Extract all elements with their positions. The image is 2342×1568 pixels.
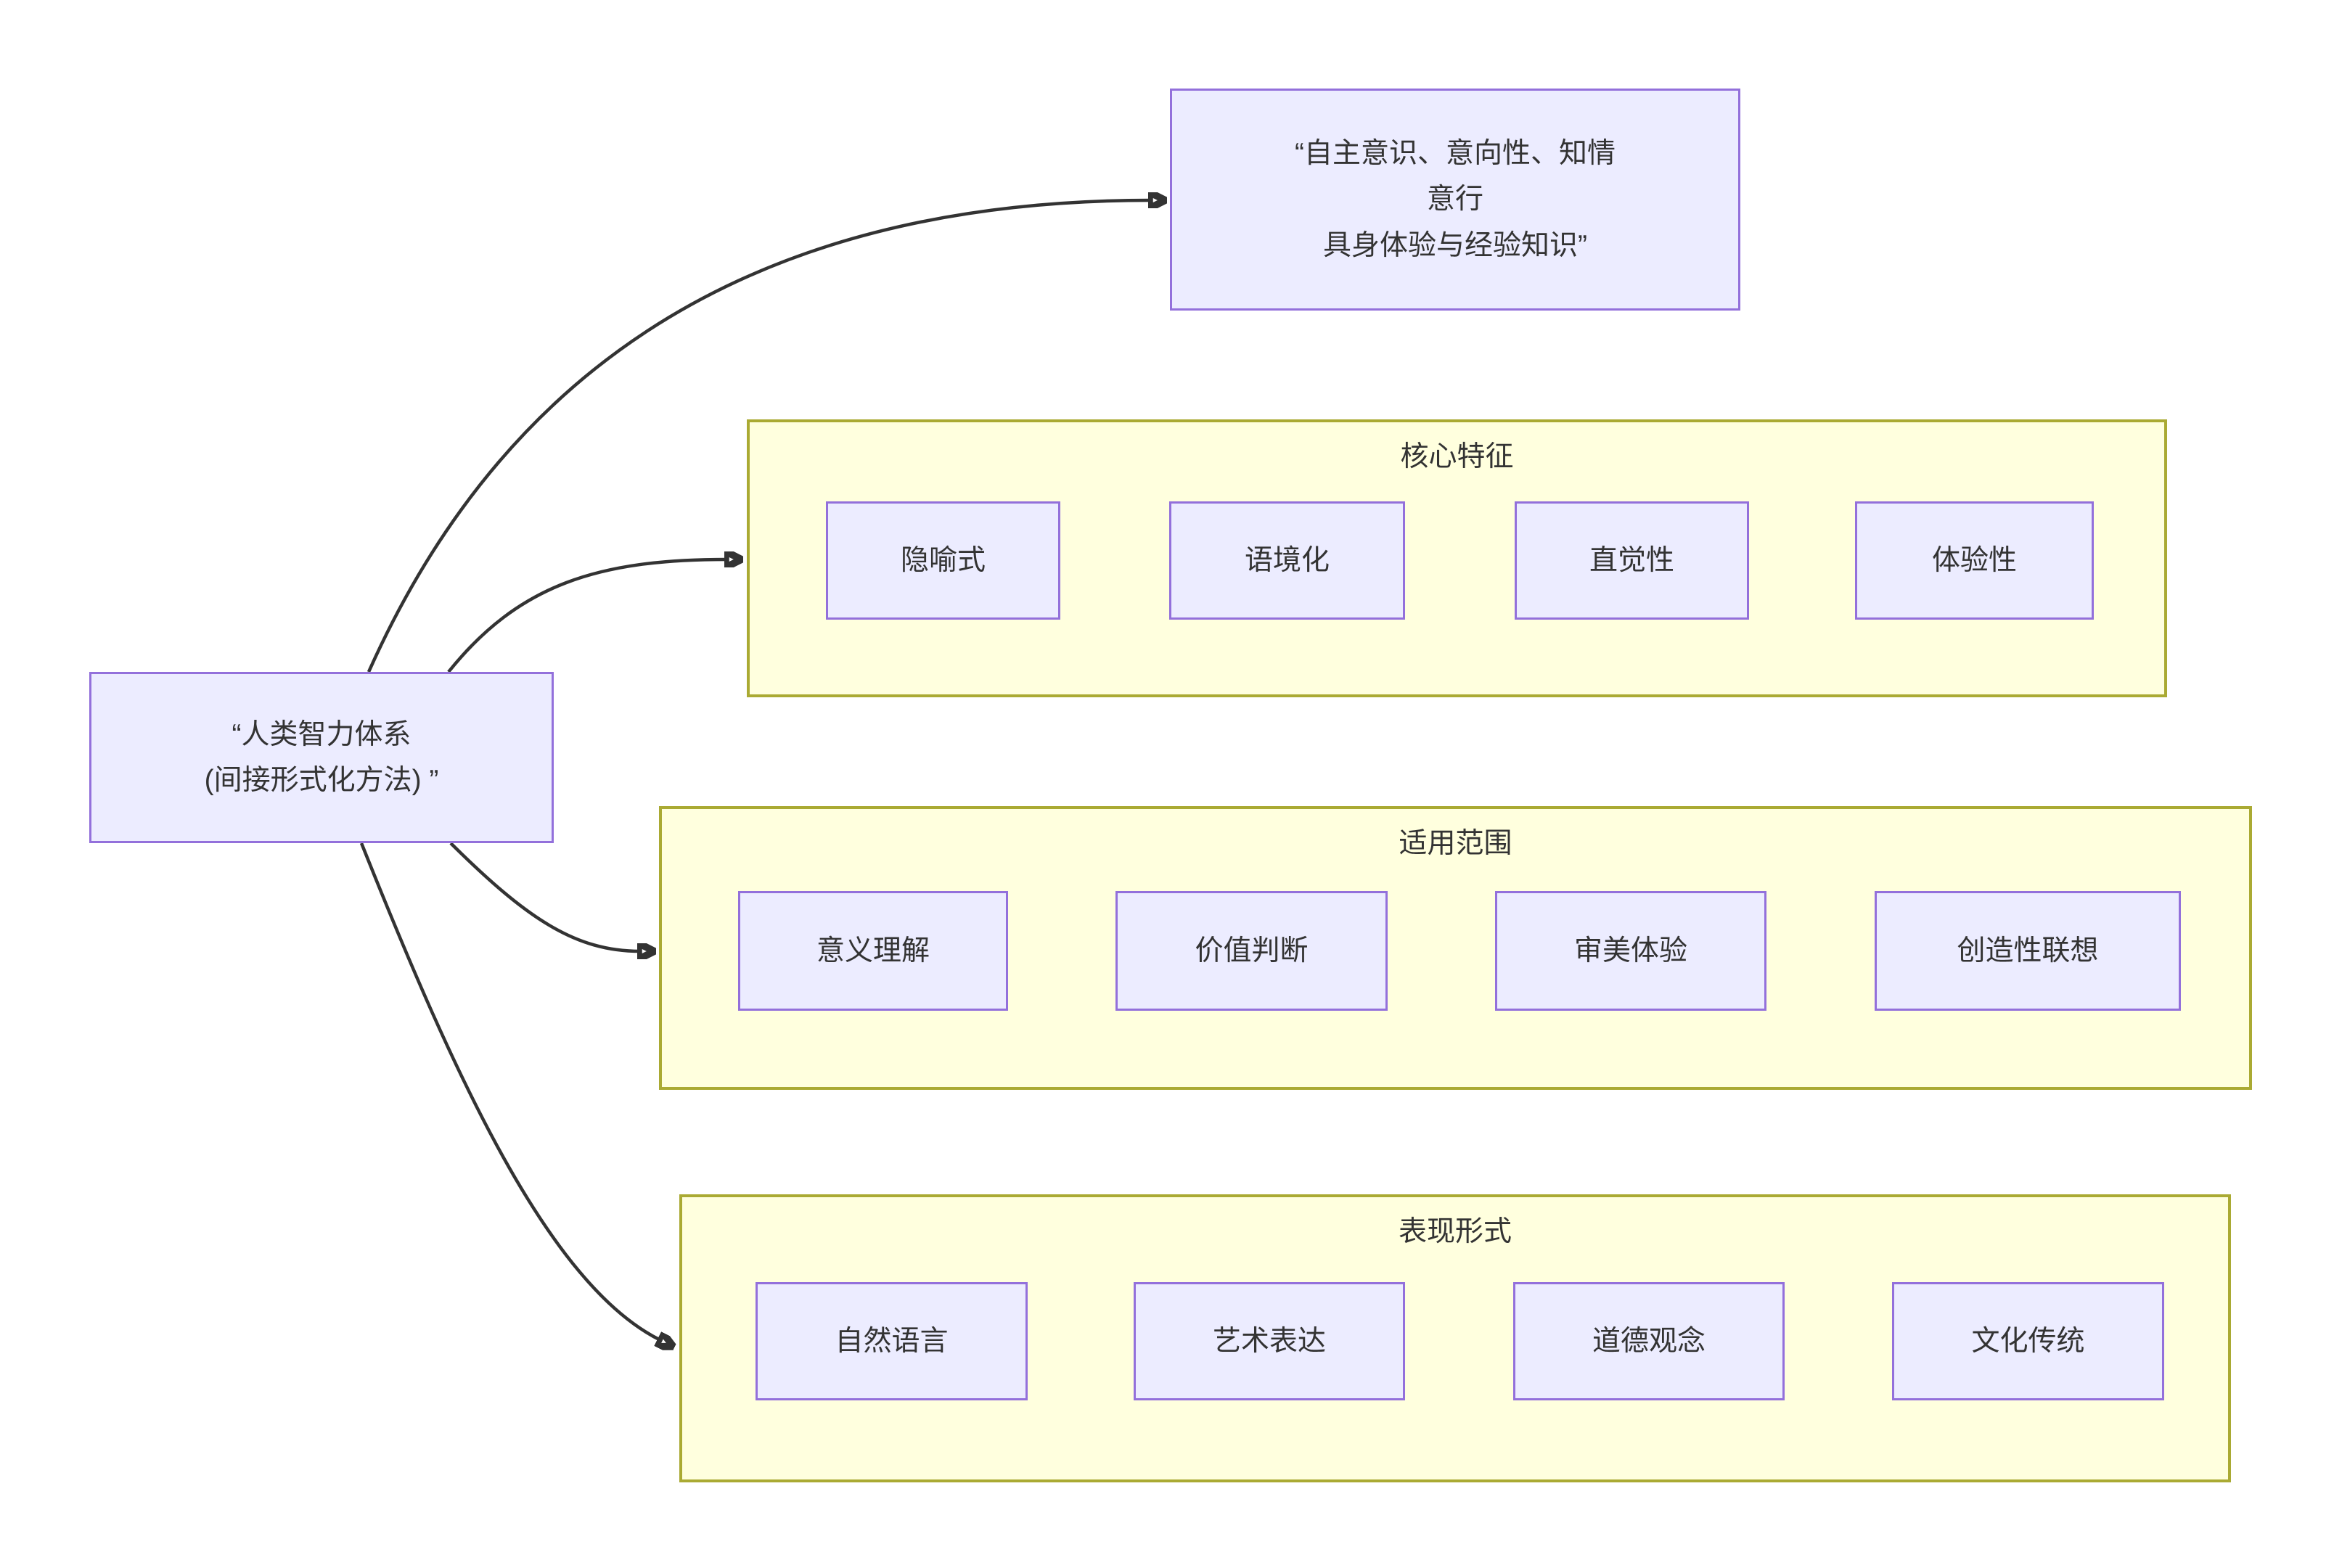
group-title: 适用范围 bbox=[1399, 828, 1512, 859]
arrow-root-to-forms bbox=[359, 842, 660, 1340]
group-title: 核心特征 bbox=[1400, 441, 1514, 472]
item-box: 道德观念 bbox=[1513, 1282, 1785, 1400]
item-box: 自然语言 bbox=[756, 1282, 1028, 1400]
quote-node-line: “自主意识、意向性、知情 bbox=[1295, 138, 1616, 170]
quote-node-line: 具身体验与经验知识” bbox=[1323, 229, 1587, 261]
root-node-line: “人类智力体系 bbox=[232, 718, 412, 750]
group-title: 表现形式 bbox=[1398, 1216, 1512, 1247]
arrow-root-to-scope bbox=[449, 842, 640, 951]
item-box: 直觉性 bbox=[1515, 501, 1749, 620]
item-box: 价值判断 bbox=[1115, 891, 1388, 1011]
quote-node: “自主意识、意向性、知情 意行 具身体验与经验知识” bbox=[1170, 89, 1740, 311]
item-box: 隐喻式 bbox=[826, 501, 1060, 620]
quote-node-line: 意行 bbox=[1426, 184, 1483, 216]
item-box: 意义理解 bbox=[738, 891, 1008, 1011]
group-core-features: 核心特征 隐喻式 语境化 直觉性 体验性 bbox=[747, 419, 2167, 697]
root-node: “人类智力体系 (间接形式化方法) ” bbox=[89, 672, 554, 843]
item-box: 体验性 bbox=[1855, 501, 2094, 620]
item-box: 文化传统 bbox=[1892, 1282, 2164, 1400]
group-forms: 表现形式 自然语言 艺术表达 道德观念 文化传统 bbox=[679, 1194, 2231, 1482]
arrow-root-to-core-features bbox=[447, 559, 727, 673]
item-box: 创造性联想 bbox=[1875, 891, 2181, 1011]
group-scope: 适用范围 意义理解 价值判断 审美体验 创造性联想 bbox=[659, 806, 2252, 1090]
item-box: 审美体验 bbox=[1495, 891, 1766, 1011]
root-node-line: (间接形式化方法) ” bbox=[204, 765, 439, 796]
item-box: 语境化 bbox=[1169, 501, 1405, 620]
item-box: 艺术表达 bbox=[1134, 1282, 1405, 1400]
